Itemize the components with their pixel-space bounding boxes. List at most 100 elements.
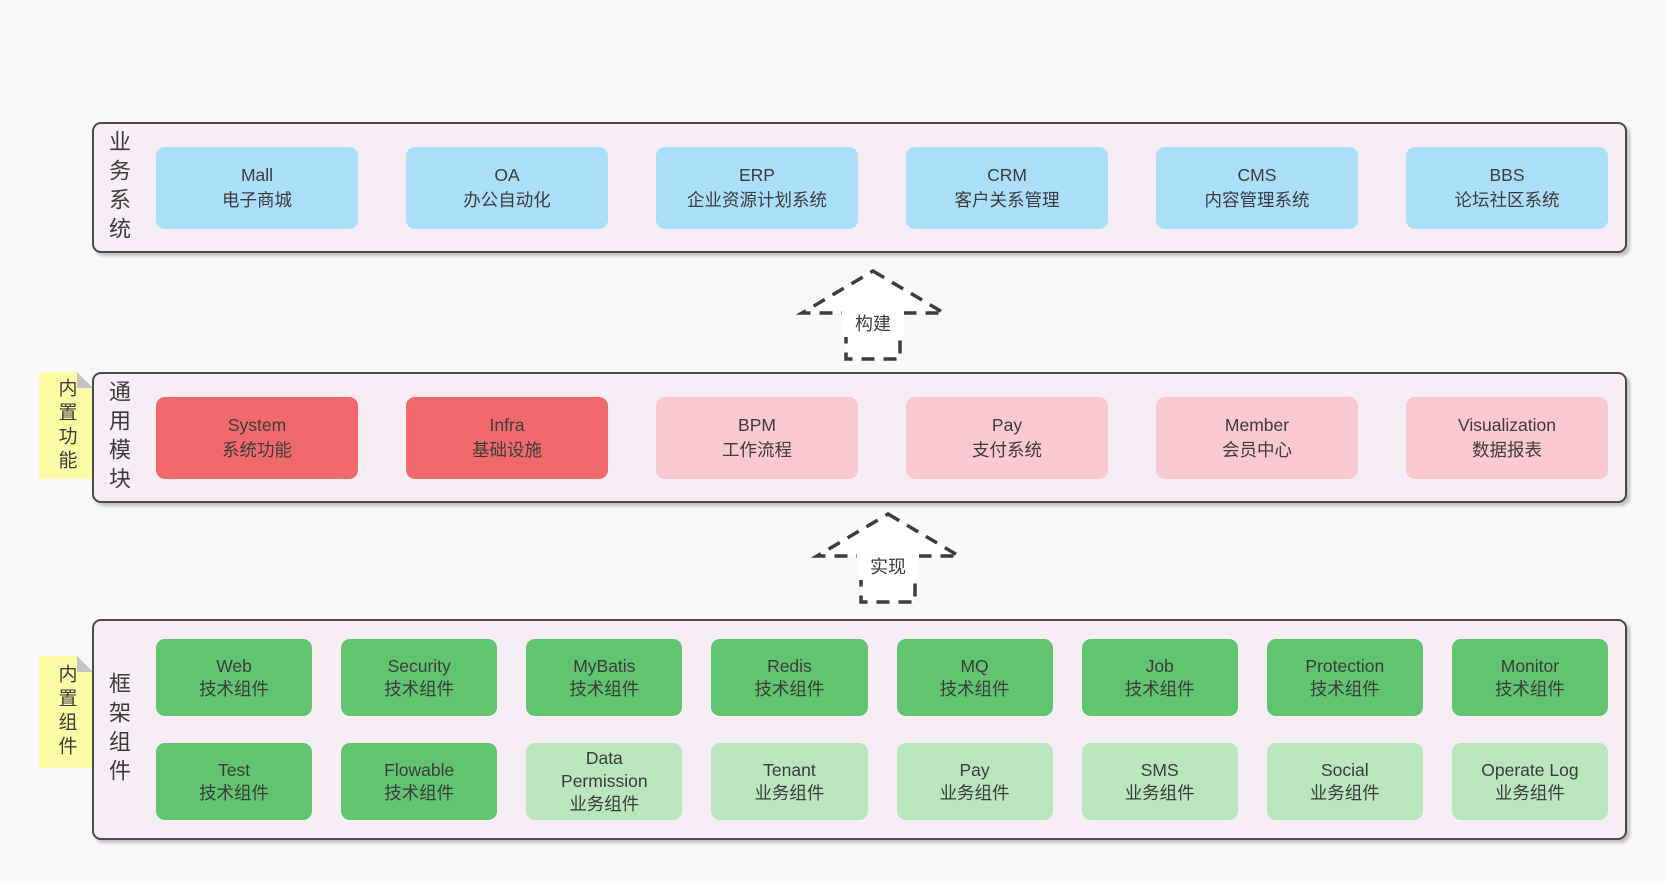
box-subtitle: 电子商城 [222, 189, 292, 210]
box-title: CMS [1237, 165, 1277, 185]
box-title: SMS [1140, 759, 1179, 780]
box-subtitle: 论坛社区系统 [1454, 189, 1560, 210]
box-subtitle: 内容管理系统 [1204, 189, 1310, 210]
box-subtitle: 业务组件 [754, 782, 825, 803]
box-title: Web [216, 655, 252, 676]
box-subtitle: 业务组件 [1124, 782, 1195, 803]
box-title: Data Permission [561, 748, 648, 792]
box-subtitle: 技术组件 [569, 678, 640, 699]
box-security: Security 技术组件 [341, 639, 498, 716]
box-subtitle: 办公自动化 [463, 189, 551, 210]
box-infra: Infra 基础设施 [406, 396, 608, 479]
box-title: MQ [960, 655, 989, 676]
box-protection: Protection 技术组件 [1266, 639, 1423, 716]
box-title: Member [1224, 415, 1290, 435]
box-subtitle: 技术组件 [1309, 678, 1380, 699]
framework-row-2: Test 技术组件 Flowable 技术组件 Data Permission … [156, 743, 1608, 820]
box-sms: SMS 业务组件 [1081, 743, 1238, 820]
box-title: Visualization [1458, 415, 1556, 435]
box-redis: Redis 技术组件 [711, 639, 868, 716]
box-subtitle: 技术组件 [199, 678, 270, 699]
sticky-tab-built-in-components: 内置组件 [39, 656, 93, 768]
section-label: 框架组件 [106, 671, 131, 788]
section-framework-components: 框架组件 Web 技术组件 Security 技术组件 MyBatis 技术组件… [92, 619, 1627, 840]
box-title: Test [218, 759, 251, 780]
box-subtitle: 业务组件 [569, 793, 640, 814]
box-pay-module: Pay 支付系统 [906, 396, 1108, 479]
box-subtitle: 工作流程 [722, 439, 792, 460]
box-subtitle: 技术组件 [384, 678, 455, 699]
box-subtitle: 数据报表 [1472, 439, 1542, 460]
box-member: Member 会员中心 [1156, 396, 1358, 479]
box-cms: CMS 内容管理系统 [1156, 146, 1358, 229]
box-title: Mall [240, 165, 274, 185]
box-title: Monitor [1500, 655, 1560, 676]
box-subtitle: 技术组件 [384, 782, 455, 803]
box-title: Security [387, 655, 451, 676]
box-data-permission: Data Permission 业务组件 [526, 743, 683, 820]
section-label: 通用模块 [106, 379, 131, 496]
box-title: System [227, 415, 287, 435]
box-title: MyBatis [573, 655, 636, 676]
box-test: Test 技术组件 [156, 743, 313, 820]
arrow-label: 实现 [870, 557, 906, 577]
box-flowable: Flowable 技术组件 [341, 743, 498, 820]
box-bbs: BBS 论坛社区系统 [1406, 146, 1608, 229]
box-title: Redis [767, 655, 812, 676]
box-title: Operate Log [1481, 759, 1579, 780]
box-visualization: Visualization 数据报表 [1406, 396, 1608, 479]
box-crm: CRM 客户关系管理 [906, 146, 1108, 229]
box-subtitle: 技术组件 [1494, 678, 1565, 699]
box-system: System 系统功能 [156, 396, 358, 479]
module-box-row: System 系统功能 Infra 基础设施 BPM 工作流程 Pay 支付系统… [129, 396, 1625, 479]
framework-row-1: Web 技术组件 Security 技术组件 MyBatis 技术组件 Redi… [156, 639, 1608, 716]
box-title: Pay [959, 759, 990, 780]
box-subtitle: 技术组件 [1124, 678, 1195, 699]
box-oa: OA 办公自动化 [406, 146, 608, 229]
sticky-tab-label: 内置组件 [55, 664, 77, 760]
section-business-systems: 业务系统 Mall 电子商城 OA 办公自动化 ERP 企业资源计划系统 CRM… [92, 122, 1627, 253]
box-title: OA [494, 165, 520, 185]
box-subtitle: 技术组件 [199, 782, 270, 803]
box-mall: Mall 电子商城 [156, 146, 358, 229]
box-subtitle: 客户关系管理 [954, 189, 1060, 210]
box-title: CRM [987, 165, 1027, 185]
box-bpm: BPM 工作流程 [656, 396, 858, 479]
implement-arrow: 实现 [810, 511, 966, 604]
box-title: BBS [1489, 165, 1525, 185]
box-title: Flowable [384, 759, 455, 780]
section-common-modules: 通用模块 System 系统功能 Infra 基础设施 BPM 工作流程 Pay… [92, 372, 1627, 503]
arrow-label: 构建 [855, 314, 891, 334]
box-social: Social 业务组件 [1266, 743, 1423, 820]
box-title: Social [1320, 759, 1369, 780]
arrow-label-bg [842, 309, 904, 337]
box-title: Pay [991, 415, 1023, 435]
box-title: ERP [739, 165, 775, 185]
box-subtitle: 业务组件 [1309, 782, 1380, 803]
box-subtitle: 系统功能 [222, 439, 292, 460]
box-job: Job 技术组件 [1081, 639, 1238, 716]
section-label: 业务系统 [106, 129, 131, 246]
arrow-label-bg [857, 552, 919, 580]
box-subtitle: 企业资源计划系统 [687, 189, 827, 210]
box-title: Job [1145, 655, 1174, 676]
box-mybatis: MyBatis 技术组件 [526, 639, 683, 716]
sticky-tab-built-in-features: 内置功能 [39, 372, 93, 479]
box-title: Tenant [763, 759, 816, 780]
box-subtitle: 基础设施 [472, 439, 542, 460]
box-subtitle: 技术组件 [939, 678, 1010, 699]
box-title: Protection [1305, 655, 1385, 676]
box-subtitle: 会员中心 [1222, 439, 1292, 460]
box-pay-component: Pay 业务组件 [896, 743, 1053, 820]
box-mq: MQ 技术组件 [896, 639, 1053, 716]
box-subtitle: 支付系统 [972, 439, 1042, 460]
sticky-tab-label: 内置功能 [55, 377, 77, 474]
box-monitor: Monitor 技术组件 [1451, 639, 1608, 716]
box-operate-log: Operate Log 业务组件 [1451, 743, 1608, 820]
framework-box-grid: Web 技术组件 Security 技术组件 MyBatis 技术组件 Redi… [129, 639, 1625, 820]
business-box-row: Mall 电子商城 OA 办公自动化 ERP 企业资源计划系统 CRM 客户关系… [129, 146, 1625, 229]
box-title: Infra [489, 415, 525, 435]
build-arrow: 构建 [795, 268, 951, 361]
box-title: BPM [738, 415, 776, 435]
